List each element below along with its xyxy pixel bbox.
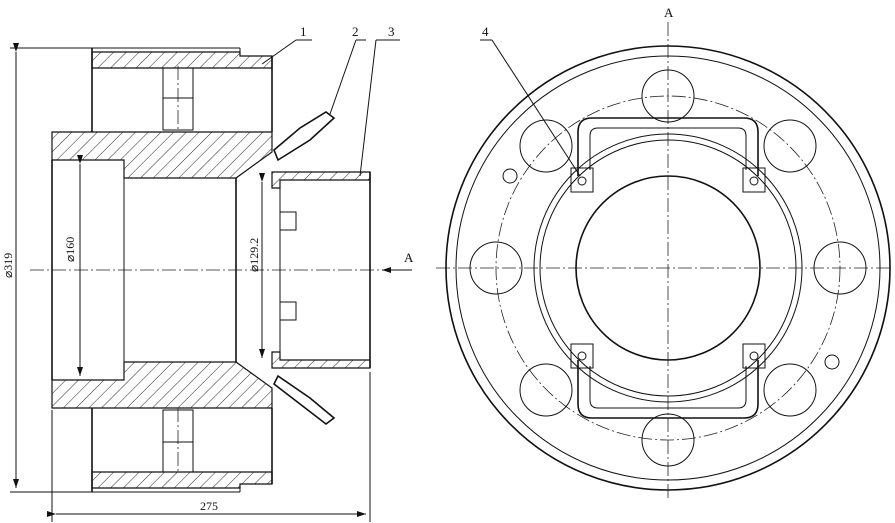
flange-top-section bbox=[51, 131, 273, 179]
handle-top-clip-right-pin bbox=[749, 176, 759, 186]
tube-lug-top bbox=[279, 211, 297, 231]
bolt-hole-n bbox=[641, 69, 695, 123]
outer-ring bbox=[445, 45, 891, 491]
bolt-hole-w bbox=[469, 241, 523, 295]
tube-wall-top bbox=[271, 171, 371, 189]
handle-bottom-inner bbox=[589, 366, 747, 409]
dim-outer-diameter: ⌀319 bbox=[1, 253, 15, 278]
handle-top-clip-left bbox=[570, 167, 594, 193]
handle-bottom-clip-left-pin bbox=[577, 351, 587, 361]
part-label-2: 2 bbox=[352, 24, 359, 39]
leader-3 bbox=[359, 39, 377, 177]
dim-tube-diameter: ⌀129.2 bbox=[247, 238, 261, 272]
outer-shell-bottom bbox=[91, 471, 273, 489]
handle-top-inner bbox=[589, 127, 747, 170]
leader-4 bbox=[491, 39, 581, 177]
view-a-top-label: A bbox=[664, 5, 674, 20]
mid-circle-inner bbox=[539, 139, 797, 397]
handle-top-clip-left-pin bbox=[577, 176, 587, 186]
outer-shell-top bbox=[91, 51, 273, 69]
bolt-hole-sw bbox=[519, 363, 573, 417]
handle-bottom-outer bbox=[577, 360, 759, 419]
bolt-hole-ne bbox=[763, 119, 817, 173]
tube-lug-bottom bbox=[279, 301, 297, 321]
section-view: ⌀319 ⌀160 ⌀129.2 275 A 1 2 3 bbox=[1, 24, 414, 522]
pin-hole-left bbox=[502, 168, 518, 184]
part-label-3: 3 bbox=[388, 24, 395, 39]
dim-overall-length: 275 bbox=[200, 499, 218, 513]
handle-bottom-clip-left bbox=[570, 343, 594, 369]
pin-hole-right bbox=[824, 354, 840, 370]
bolt-hole-e bbox=[813, 241, 867, 295]
bolt-hole-nw bbox=[519, 119, 573, 173]
flange-bottom-section bbox=[51, 361, 273, 409]
tube-wall-bottom bbox=[271, 351, 371, 369]
end-view: A bbox=[436, 5, 892, 500]
handle-bottom-clip-right-pin bbox=[749, 351, 759, 361]
mid-circle bbox=[533, 133, 803, 403]
handle-top-clip-right bbox=[742, 167, 766, 193]
inner-bore bbox=[575, 175, 761, 361]
latch-arm-bottom bbox=[272, 374, 336, 426]
bolt-hole-se bbox=[763, 363, 817, 417]
leader-2 bbox=[329, 39, 357, 115]
latch-arm-top bbox=[273, 111, 336, 162]
handle-bottom-clip-right bbox=[742, 343, 766, 369]
part-label-1: 1 bbox=[300, 24, 307, 39]
view-a-arrow-label: A bbox=[404, 250, 414, 265]
bolt-hole-s bbox=[641, 413, 695, 467]
dim-bore-diameter: ⌀160 bbox=[63, 237, 77, 262]
bolt-pitch-circle bbox=[495, 95, 841, 441]
outer-ring-inner bbox=[455, 55, 881, 481]
handle-top-outer bbox=[577, 117, 759, 176]
part-label-4: 4 bbox=[482, 24, 489, 39]
leader-1 bbox=[261, 39, 297, 65]
